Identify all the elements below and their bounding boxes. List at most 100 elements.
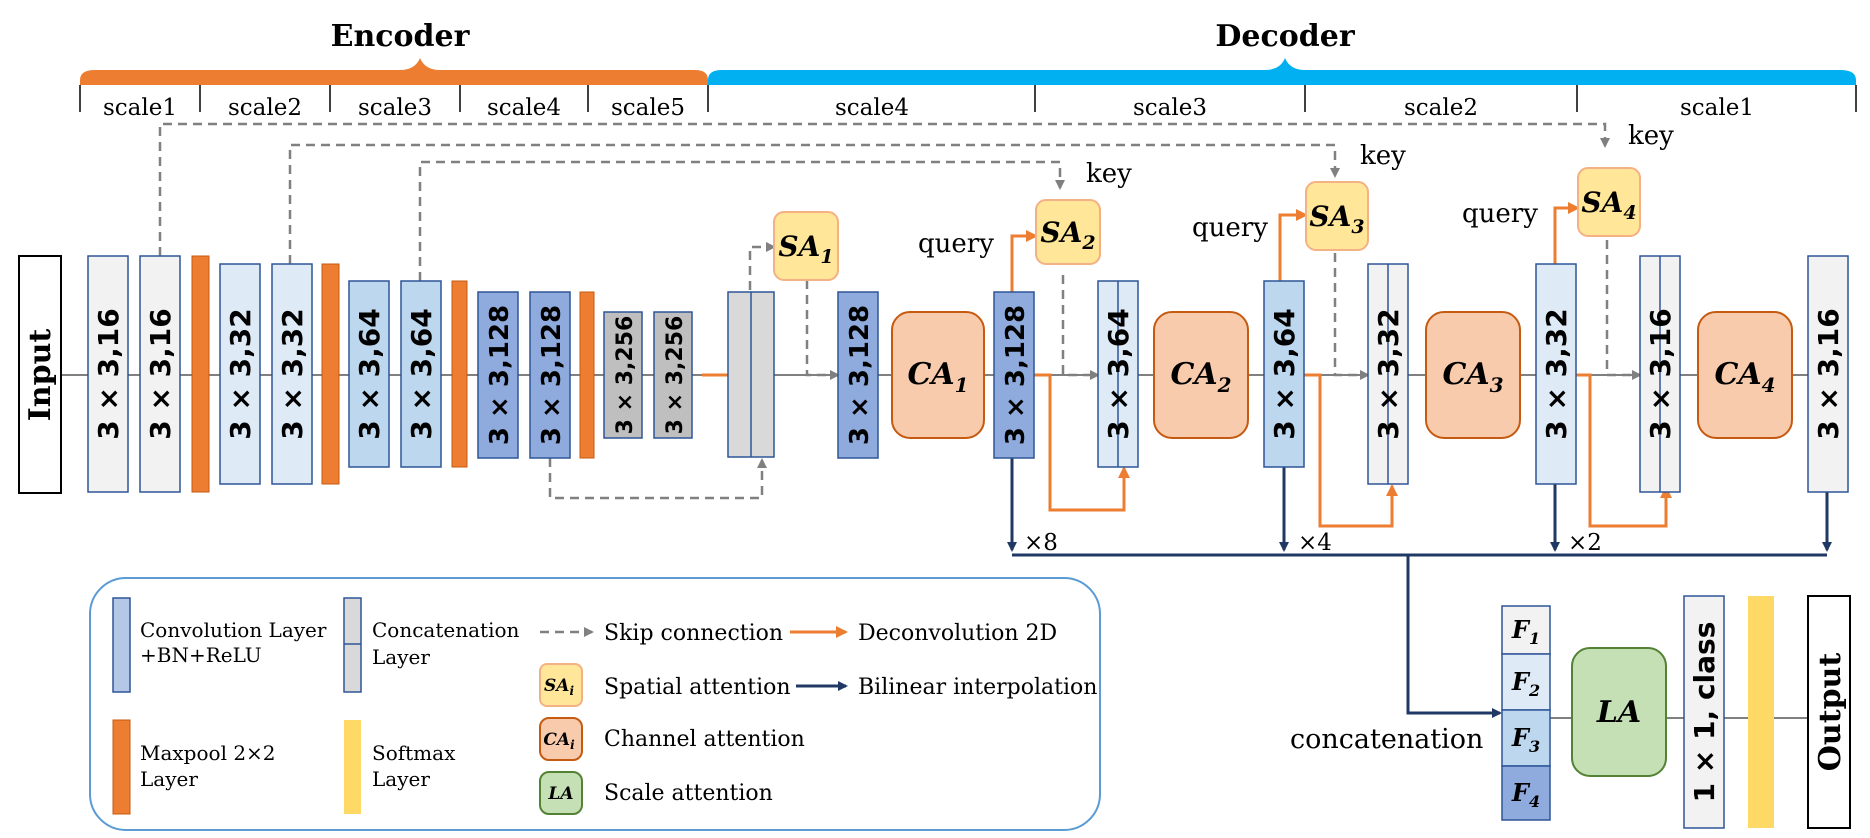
conv-block: 3 × 3,64 bbox=[348, 280, 390, 468]
decoder-header: Decoder bbox=[708, 19, 1856, 85]
maxpool-layer bbox=[579, 291, 595, 459]
channel-attention-3: CA3 bbox=[1425, 311, 1521, 439]
svg-text:CA1: CA1 bbox=[907, 357, 968, 397]
conv-block: 3 × 3,32 bbox=[271, 263, 313, 485]
legend-conv-text: Convolution Layer bbox=[140, 618, 327, 642]
channel-attention-1: CA1 bbox=[891, 311, 985, 439]
decoder-blocks: 3 × 3,128 3 × 3,128 3 × 3,64 3 × 3,64 3 … bbox=[837, 255, 1849, 493]
query-label: query bbox=[1462, 199, 1538, 229]
svg-text:SA4: SA4 bbox=[1581, 186, 1636, 224]
legend-concat-text: Layer bbox=[372, 645, 430, 669]
conv-block: 3 × 3,16 bbox=[87, 255, 129, 493]
multiplier-x4: ×4 bbox=[1298, 530, 1332, 556]
conv-block: 3 × 3,256 bbox=[653, 311, 693, 439]
svg-text:F4: F4 bbox=[1511, 778, 1540, 811]
sa-label: SA bbox=[778, 230, 820, 263]
ca-label: CA bbox=[907, 357, 954, 392]
conv-block-label: 3 × 3,32 bbox=[1372, 308, 1405, 440]
spatial-attention-2: SA2 bbox=[1035, 199, 1101, 265]
channel-attention-4: CA4 bbox=[1697, 311, 1793, 439]
key-label: key bbox=[1628, 121, 1674, 151]
conv-block: 3 × 3,32 bbox=[1535, 263, 1577, 485]
feature-f1: F1 bbox=[1501, 605, 1551, 655]
legend-deconv-text: Deconvolution 2D bbox=[858, 621, 1057, 646]
legend-maxpool-swatch bbox=[112, 719, 131, 815]
conv-block-label: 3 × 3,64 bbox=[405, 308, 438, 440]
svg-text:F2: F2 bbox=[1511, 667, 1540, 700]
query-label: query bbox=[918, 229, 994, 259]
concat-block: 3 × 3,16 bbox=[1639, 255, 1681, 493]
conv-block: 3 × 3,64 bbox=[1263, 280, 1305, 468]
svg-text:SAi: SAi bbox=[544, 676, 574, 698]
feature-subscript: 2 bbox=[1528, 681, 1540, 700]
encoder-title: Encoder bbox=[331, 19, 471, 54]
svg-text:CA4: CA4 bbox=[1714, 357, 1775, 397]
skip-connections bbox=[158, 122, 1642, 500]
scale-label: scale2 bbox=[228, 95, 302, 121]
svg-text:F3: F3 bbox=[1511, 723, 1540, 756]
conv-block-label: 3 × 3,16 bbox=[1644, 308, 1677, 440]
conv-block-label: 3 × 3,16 bbox=[144, 308, 177, 440]
final-conv-label: 1 × 1, class bbox=[1688, 622, 1721, 803]
conv-block: 3 × 3,16 bbox=[139, 255, 181, 493]
feature-stack: F1 F2 F3 F4 bbox=[1501, 605, 1551, 821]
bilinear-arrows bbox=[1007, 458, 1832, 718]
legend-softmax-text: Layer bbox=[372, 767, 430, 791]
conv-block: 3 × 3,128 bbox=[477, 291, 519, 459]
legend-softmax-swatch bbox=[344, 720, 361, 814]
ca-subscript: 2 bbox=[1217, 373, 1232, 397]
conv-block: 3 × 3,64 bbox=[400, 280, 442, 468]
legend-concat-swatch bbox=[343, 597, 362, 693]
concat-layer bbox=[727, 291, 775, 458]
legend-ca-icon: CAi bbox=[539, 717, 583, 761]
spatial-attention-3: SA3 bbox=[1305, 181, 1369, 251]
legend-concat-text: Concatenation bbox=[372, 618, 520, 642]
multiplier-x2: ×2 bbox=[1568, 530, 1602, 556]
conv-block-label: 3 × 3,256 bbox=[663, 316, 688, 435]
conv-block: 3 × 3,256 bbox=[603, 311, 643, 439]
ca-label: CA bbox=[1714, 357, 1761, 392]
conv-block-label: 3 × 3,16 bbox=[92, 308, 125, 440]
sa-label: SA bbox=[1040, 216, 1082, 249]
feature-label: F bbox=[1511, 615, 1531, 644]
legend-ca-label: CA bbox=[543, 730, 570, 750]
feature-subscript: 3 bbox=[1529, 737, 1540, 756]
input-label: Input bbox=[23, 329, 58, 422]
feature-label: F bbox=[1511, 667, 1531, 696]
legend-sa-subscript: i bbox=[569, 684, 574, 698]
legend-conv-swatch bbox=[112, 597, 131, 693]
key-query-labels: key key key query query query bbox=[918, 121, 1674, 259]
ca-label: CA bbox=[1442, 357, 1489, 392]
conv-block: 3 × 3,32 bbox=[219, 263, 261, 485]
feature-subscript: 4 bbox=[1529, 792, 1540, 811]
conv-block-label: 3 × 3,128 bbox=[485, 305, 515, 445]
legend-la-icon: LA bbox=[539, 771, 583, 815]
legend-conv-text: +BN+ReLU bbox=[140, 643, 262, 667]
input-box: Input bbox=[18, 255, 62, 494]
scale-label: scale1 bbox=[1680, 95, 1754, 121]
legend-softmax-text: Softmax bbox=[372, 741, 456, 765]
output-label: Output bbox=[1813, 653, 1848, 772]
scale-label: scale1 bbox=[103, 95, 177, 121]
scale-dividers bbox=[79, 85, 1857, 112]
legend-sa-icon: SAi bbox=[539, 663, 583, 707]
maxpool-layer bbox=[321, 263, 340, 485]
sa-subscript: 1 bbox=[820, 246, 833, 268]
conv-block: 3 × 3,128 bbox=[837, 291, 879, 459]
svg-text:SA3: SA3 bbox=[1309, 200, 1364, 238]
feature-f2: F2 bbox=[1501, 653, 1551, 711]
concat-block: 3 × 3,32 bbox=[1367, 263, 1409, 485]
svg-text:CA3: CA3 bbox=[1442, 357, 1503, 397]
conv-block-label: 3 × 3,128 bbox=[1001, 305, 1031, 445]
scale-labels: scale1 scale2 scale3 scale4 scale5 scale… bbox=[103, 95, 1754, 121]
conv-block: 3 × 3,128 bbox=[993, 291, 1035, 459]
svg-text:F1: F1 bbox=[1511, 615, 1540, 648]
sa-subscript: 4 bbox=[1623, 202, 1636, 224]
feature-f4: F4 bbox=[1501, 765, 1551, 821]
legend-ca-subscript: i bbox=[570, 738, 575, 752]
softmax-layer bbox=[1748, 596, 1774, 828]
conv-block: 3 × 3,128 bbox=[529, 291, 571, 459]
legend-bilinear-text: Bilinear interpolation bbox=[858, 675, 1097, 700]
conv-block-label: 3 × 3,64 bbox=[1268, 308, 1301, 440]
